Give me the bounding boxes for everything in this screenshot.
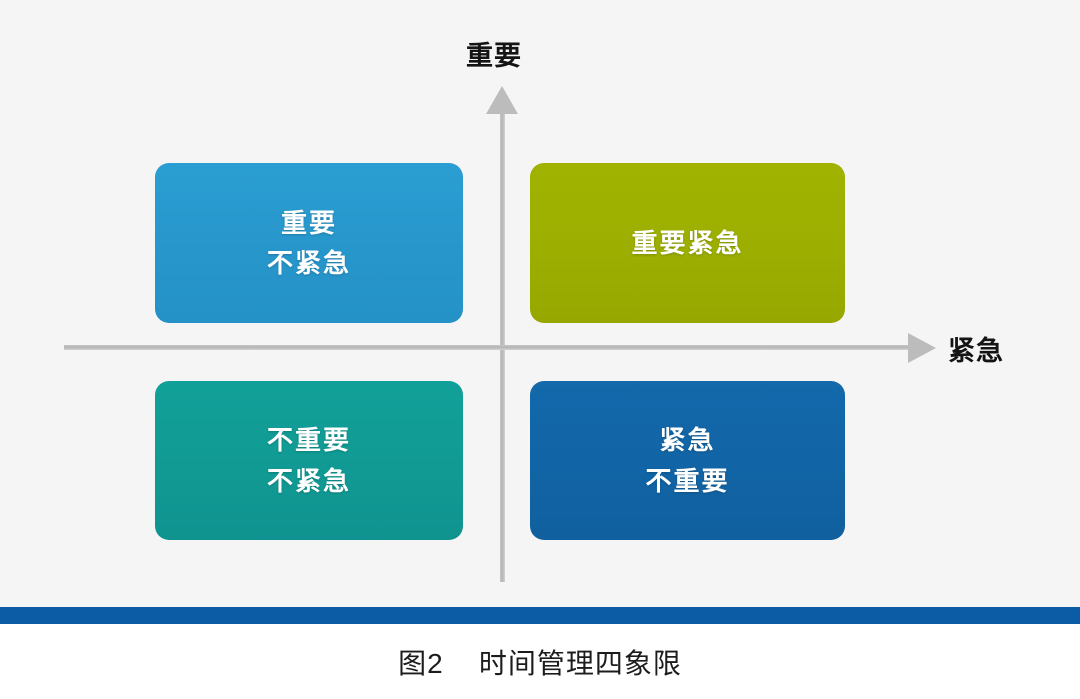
quadrant-side-edge <box>839 168 853 318</box>
page-divider-rule <box>0 607 1080 624</box>
vertical-axis-label: 重要 <box>466 41 522 71</box>
figure-caption: 图2 时间管理四象限 <box>398 647 682 679</box>
quadrant-label-line-1: 重要 <box>280 207 337 238</box>
quadrant-not-important-not-urgent[interactable]: 不重要 不紧急 <box>155 381 471 540</box>
caption-zone: 图2 时间管理四象限 <box>0 624 1080 699</box>
quadrant-side-edge <box>457 168 471 318</box>
quadrant-urgent-not-important[interactable]: 紧急 不重要 <box>530 381 853 540</box>
quadrant-label-line-2: 不紧急 <box>266 465 351 496</box>
quadrant-label-line-1: 紧急 <box>659 425 716 456</box>
quadrant-important-urgent[interactable]: 重要紧急 <box>530 163 853 323</box>
quadrant-label-line-2: 不重要 <box>645 465 730 496</box>
quadrant-side-edge <box>457 386 471 535</box>
quadrant-label-line-2: 不紧急 <box>266 248 351 278</box>
quadrant-side-edge <box>839 386 853 535</box>
horizontal-axis-arrow-icon <box>908 333 936 363</box>
vertical-axis-arrow-icon <box>486 86 518 114</box>
quadrant-label-line-1: 重要紧急 <box>631 227 744 258</box>
figure-canvas: 重要 紧急 重要 不紧急 重要紧急 不重要 不紧急 紧急 不重要 <box>64 41 1004 582</box>
horizontal-axis-line <box>64 345 916 350</box>
quadrant-label-line-1: 不重要 <box>266 425 351 456</box>
quadrant-important-not-urgent[interactable]: 重要 不紧急 <box>155 163 471 323</box>
horizontal-axis-label: 紧急 <box>948 336 1004 366</box>
